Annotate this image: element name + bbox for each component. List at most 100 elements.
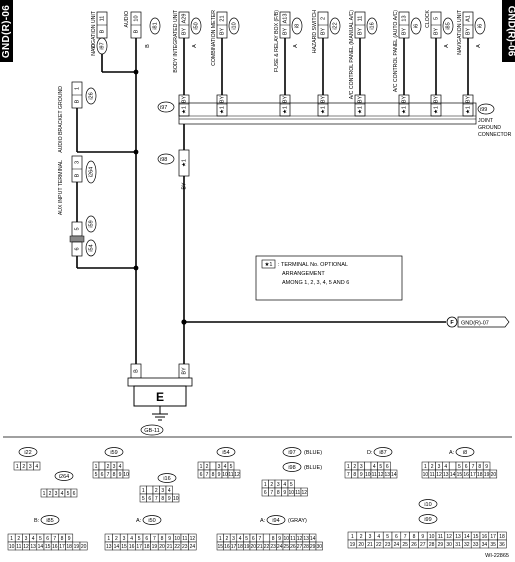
pin-number: 2 — [49, 491, 52, 497]
device-pin: A1 — [465, 15, 471, 22]
device-joint-wire: BY — [433, 96, 439, 104]
pin-number: 14 — [310, 536, 316, 542]
pin-number: 14 — [114, 544, 120, 550]
pin-number: 9 — [168, 496, 171, 502]
pin-number: 8 — [161, 496, 164, 502]
pin-number: 20 — [251, 544, 257, 550]
pin-number: 17 — [231, 544, 237, 550]
pin-number: 9 — [360, 472, 363, 478]
device-label: A/C CONTROL PANEL (MANUAL A/C) — [349, 10, 355, 100]
device-joint-star: ★1 — [432, 106, 439, 114]
pin-number: 2 — [155, 488, 158, 494]
pin-number: 12 — [190, 536, 196, 542]
device-joint-wire: BY — [181, 96, 187, 104]
device-pin: 5 — [433, 17, 439, 20]
pin-number: 12 — [301, 490, 307, 496]
chart-connector-name: i85 — [46, 518, 53, 524]
chart-connector-name: i98 — [288, 465, 295, 471]
pin-number: 17 — [136, 544, 142, 550]
pin-number: 19 — [152, 544, 158, 550]
audio-pin-b: B — [133, 29, 139, 33]
pin-number: 15 — [121, 544, 127, 550]
pin-number: 5 — [386, 534, 389, 540]
pin-number: 10 — [222, 472, 228, 478]
aux-joint-connector-i54: i54 — [88, 244, 94, 251]
pin-number: 23 — [385, 542, 391, 548]
pin-number: 10 — [288, 490, 294, 496]
pin-number: 11 — [290, 536, 295, 542]
right-section-tab-label: GND(R)-06 — [506, 6, 515, 57]
pin-number: 4 — [283, 482, 286, 488]
pin-number: 36 — [499, 542, 505, 548]
pin-number: 9 — [168, 536, 171, 542]
pin-number: 7 — [53, 536, 56, 542]
audio-bracket-pin-b: B — [74, 99, 80, 103]
pin-number: 2 — [17, 536, 20, 542]
pin-number: 11 — [438, 534, 443, 540]
pin-number: 18 — [237, 544, 243, 550]
pin-number: 30 — [446, 542, 452, 548]
pin-number: 8 — [161, 536, 164, 542]
chart-connector-i16: i16 — [157, 473, 177, 483]
pin-number: 10 — [173, 496, 179, 502]
pin-number: 1 — [347, 464, 350, 470]
device-connector-id: i6 — [477, 24, 483, 28]
pin-number: 16 — [482, 534, 488, 540]
pin-number: 10 — [123, 472, 129, 478]
note-line-2: ARRANGEMENT — [282, 271, 325, 277]
pin-number: 7 — [206, 472, 209, 478]
device-label: CLOCK — [425, 9, 431, 27]
pin-number: 4 — [35, 464, 38, 470]
pin-number: 29 — [310, 544, 316, 550]
pin-number: 5 — [39, 536, 42, 542]
chart-connector-i22: i22 — [18, 447, 38, 457]
joint-label-3: CONNECTOR — [478, 132, 512, 138]
figure-id: WI-22865 — [485, 553, 509, 559]
device-joint-star: ★1 — [400, 106, 407, 114]
chart-connector-name: i264 — [59, 474, 69, 480]
pin-number: 9 — [119, 472, 122, 478]
aux-terminal-connector-id: i264 — [88, 167, 94, 177]
chart-connector-i94: A:i94(GRAY) — [260, 515, 307, 525]
chart-connector-i8: A:i8 — [449, 447, 475, 457]
pin-number: 8 — [61, 536, 64, 542]
device-prefix: A — [192, 44, 198, 48]
pin-number: 24 — [277, 544, 283, 550]
pin-number: 5 — [142, 496, 145, 502]
device-joint-star: ★1 — [464, 106, 471, 114]
device-joint-wire: BY — [401, 96, 407, 104]
pin-number: 19 — [484, 472, 490, 478]
pin-number: 13 — [443, 472, 449, 478]
pin-number: 22 — [264, 544, 270, 550]
pin-number: 10 — [423, 472, 429, 478]
pin-number: 1 — [16, 464, 19, 470]
chart-connector-name: i59 — [110, 450, 117, 456]
pin-number: 9 — [278, 536, 281, 542]
pin-number: 11 — [16, 544, 21, 550]
pin-number: 15 — [473, 534, 479, 540]
note-mark: ★1 — [265, 261, 273, 268]
pin-number: 6 — [395, 534, 398, 540]
chart-connector-name: i94 — [272, 518, 279, 524]
pin-number: 6 — [264, 490, 267, 496]
pin-number: 9 — [68, 536, 71, 542]
ground-wire-left-label: B — [133, 369, 139, 373]
chart-connector-name: i10 — [424, 502, 431, 508]
pin-number: 3 — [438, 464, 441, 470]
chart-connector-name: i16 — [163, 476, 170, 482]
pin-number: 5 — [67, 491, 70, 497]
pin-number: 14 — [450, 472, 456, 478]
pin-number: 21 — [167, 544, 173, 550]
pin-number: 1 — [10, 536, 13, 542]
audio-connector-id: i81 — [152, 22, 158, 29]
ground-block-letter: E — [156, 390, 164, 404]
chart-connector-name: i87 — [379, 450, 386, 456]
pin-number: 17 — [490, 534, 496, 540]
note-box — [255, 255, 403, 301]
audio-prefix: B — [145, 44, 151, 48]
pin-number: 27 — [420, 542, 426, 548]
